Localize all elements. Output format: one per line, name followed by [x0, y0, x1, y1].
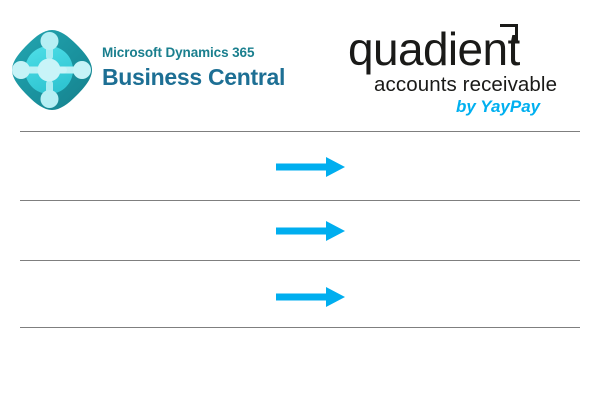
quadient-logo: quadient accounts receivable by YayPay: [348, 23, 583, 118]
flow-arrow-1: [276, 154, 346, 180]
flow-arrow-3: [276, 284, 346, 310]
business-central-wordmark: Microsoft Dynamics 365 Business Central: [102, 45, 285, 95]
separator-3: [20, 260, 580, 261]
quadient-subtitle: accounts receivable: [374, 73, 558, 96]
flow-arrow-2: [276, 218, 346, 244]
dynamics-365-label: Microsoft Dynamics 365: [102, 45, 255, 60]
business-central-logo: Microsoft Dynamics 365 Business Central: [8, 22, 298, 118]
business-central-label: Business Central: [102, 64, 286, 90]
quadient-bracket-icon: [500, 24, 518, 42]
quadient-wordmark: quadient: [348, 23, 520, 75]
quadient-by-yaypay-tagline: by YayPay: [456, 97, 541, 116]
separator-1: [20, 131, 580, 132]
dynamics-365-business-central-icon: [8, 26, 96, 114]
separator-2: [20, 200, 580, 201]
separator-4: [20, 327, 580, 328]
